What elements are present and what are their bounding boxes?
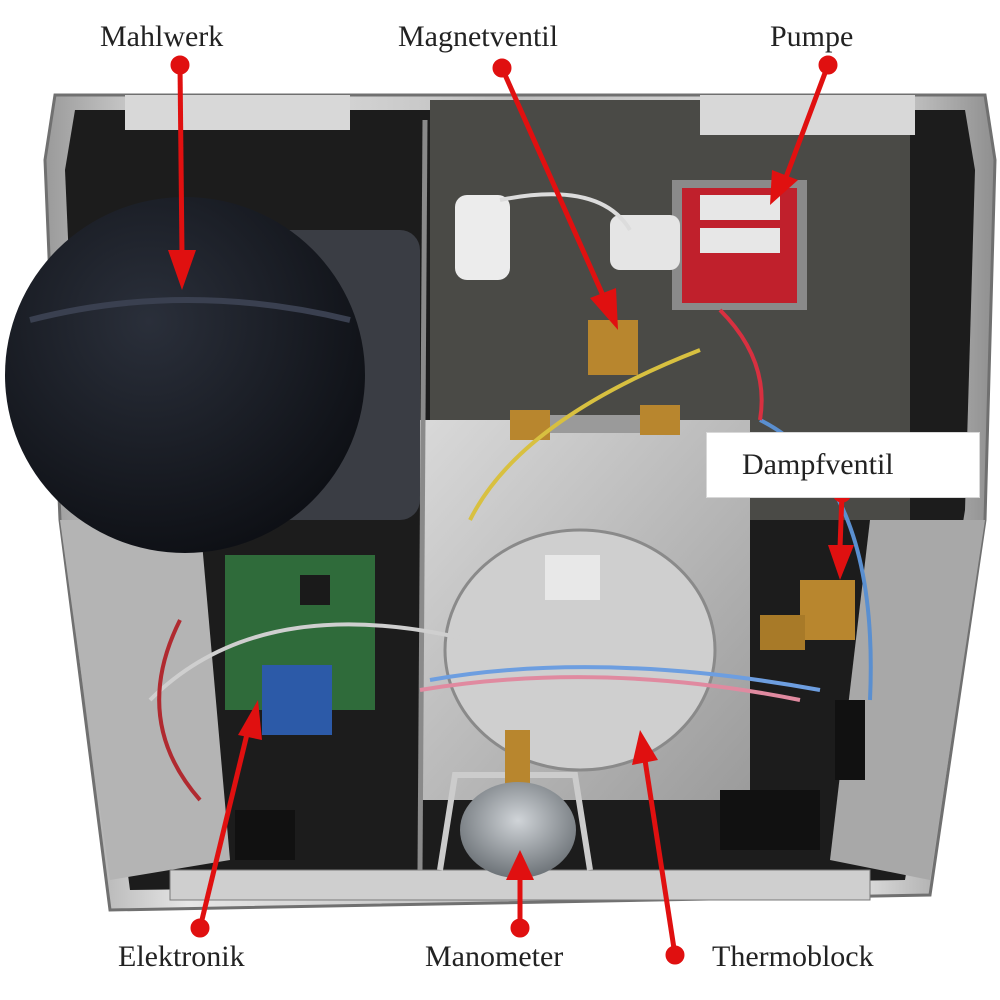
connector-right-2 <box>770 790 820 850</box>
steam-valve <box>800 580 855 640</box>
divider-rod <box>417 119 428 871</box>
left-wall <box>60 520 230 880</box>
wire-pink <box>419 675 801 702</box>
wire-yellow <box>468 348 701 521</box>
grinder-highlight <box>29 297 351 323</box>
wire-bundle <box>148 192 873 802</box>
label-manometer: Manometer <box>425 940 564 973</box>
wire-red-2 <box>718 308 764 421</box>
label-dampfventil-box <box>706 432 980 498</box>
pump-label-2 <box>700 228 780 253</box>
wire-blue-1 <box>429 665 821 692</box>
top-bracket-left <box>125 95 350 130</box>
manometer-stem <box>505 730 530 785</box>
connector-left <box>235 810 295 860</box>
white-fitting <box>455 195 510 280</box>
steel-pipe <box>550 415 640 433</box>
pump-inlet <box>610 215 680 270</box>
label-mahlwerk: Mahlwerk <box>100 20 224 53</box>
annotation-arrows <box>168 55 854 965</box>
connector-vertical <box>835 700 865 780</box>
relay-blue <box>262 665 332 735</box>
steam-valve-fitting <box>760 615 805 650</box>
label-pumpe: Pumpe <box>770 20 854 53</box>
connector-right-1 <box>720 790 770 850</box>
wire-grey <box>148 622 471 702</box>
thermoblock-disc <box>443 528 717 772</box>
grinder-disc <box>5 197 365 553</box>
chip <box>300 575 330 605</box>
label-magnetventil: Magnetventil <box>398 20 558 53</box>
label-elektronik: Elektronik <box>118 940 245 973</box>
label-thermoblock: Thermoblock <box>712 940 874 973</box>
thermoblock-sensor <box>545 555 600 600</box>
label-dampfventil: Dampfventil <box>742 448 894 481</box>
pump-label-1 <box>700 195 780 220</box>
wire-red <box>157 619 202 802</box>
manometer-gauge <box>460 782 576 878</box>
solenoid-valve <box>588 320 638 375</box>
brass-fitting-2 <box>640 405 680 435</box>
wire-white <box>499 192 632 232</box>
